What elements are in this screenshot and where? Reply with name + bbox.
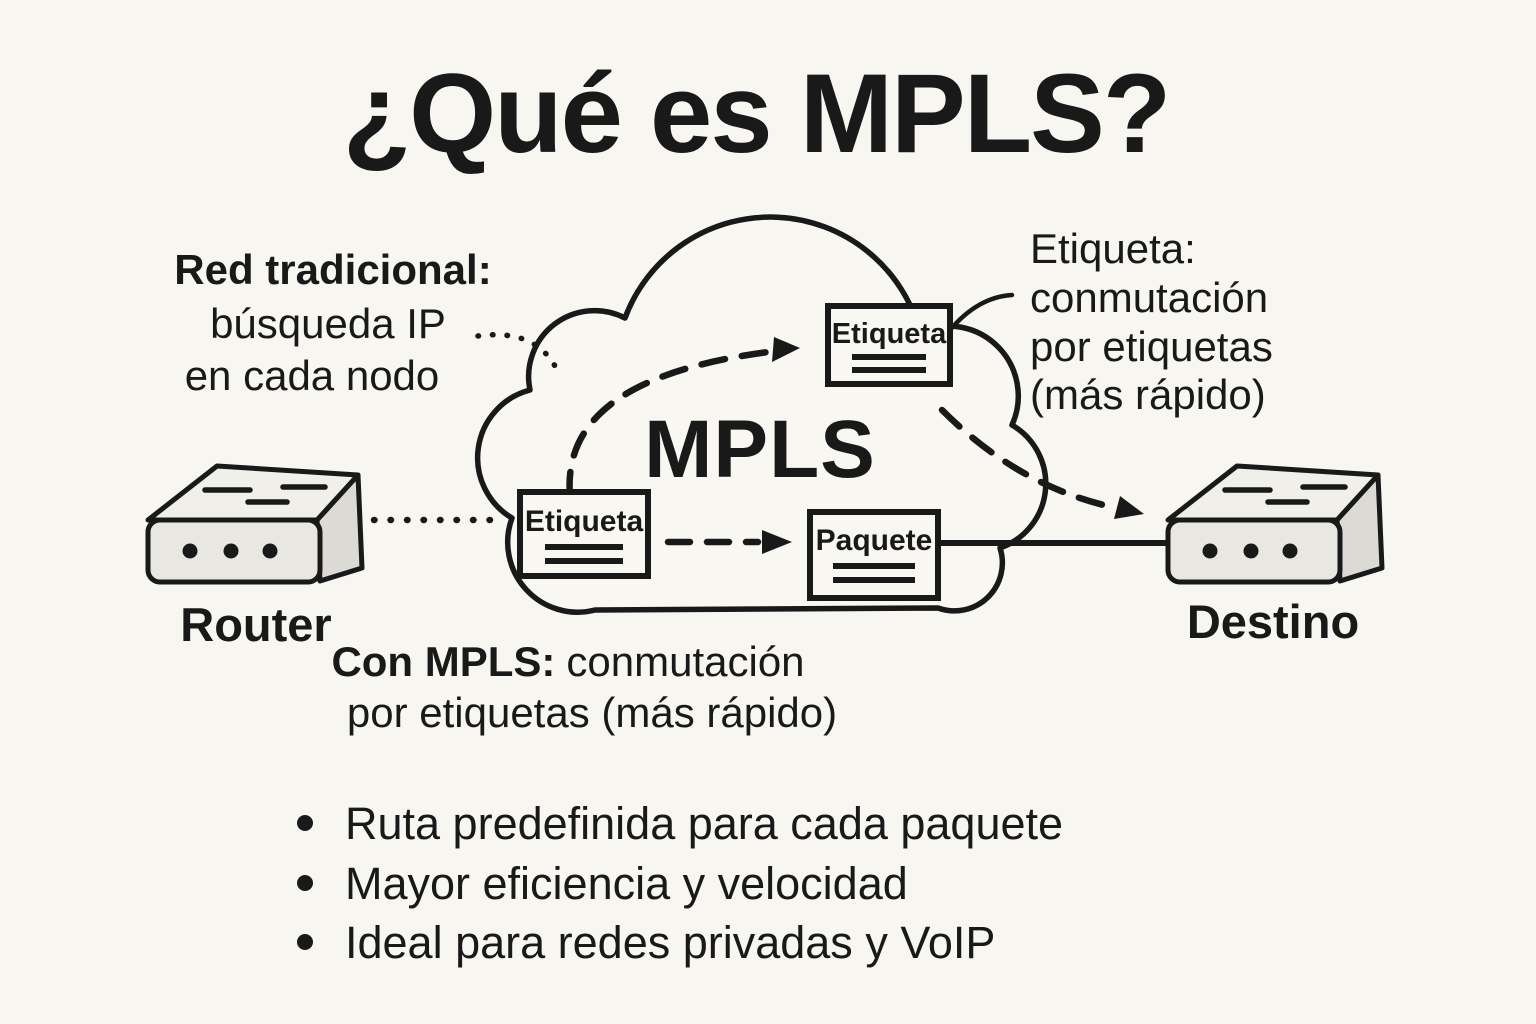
router-device [145, 463, 365, 585]
etiqueta-box-top-lines [852, 354, 926, 373]
destino-led-2 [1243, 543, 1259, 559]
arrowhead-right [1114, 496, 1144, 519]
etiqueta-note-line-2: conmutación [1030, 274, 1268, 321]
destino-label: Destino [1187, 595, 1359, 648]
etiqueta-box-left-label: Etiqueta [525, 505, 644, 538]
bullet-dot-1 [297, 815, 313, 831]
caption-line-1-rest: conmutación [566, 638, 804, 685]
etiqueta-box-left: Etiqueta [517, 489, 651, 579]
caption-line-1: Con MPLS:conmutación [331, 638, 804, 685]
bullet-item-1: Ruta predefinida para cada paquete [345, 798, 1063, 849]
destino-device [1165, 463, 1385, 585]
paquete-box: Paquete [807, 509, 941, 601]
etiqueta-note: Etiqueta: conmutación por etiquetas (más… [1030, 225, 1273, 418]
etiqueta-note-line-1: Etiqueta: [1030, 225, 1196, 272]
benefits-list: Ruta predefinida para cada paquete Mayor… [297, 798, 1063, 968]
paquete-box-frame [807, 509, 941, 601]
con-mpls-caption: Con MPLS:conmutación por etiquetas (más … [331, 638, 837, 736]
etiqueta-note-callout-curve [947, 292, 1015, 333]
traditional-note-pointer-dotted [475, 332, 561, 375]
paquete-box-lines [833, 563, 915, 583]
label-path-arrow-right [938, 406, 1116, 511]
cloud-label: MPLS [644, 404, 876, 495]
traditional-note-line-1: Red tradicional: [174, 246, 491, 293]
bullet-item-2: Mayor eficiencia y velocidad [345, 858, 908, 909]
router-led-1 [182, 543, 198, 559]
paquete-box-label: Paquete [816, 524, 933, 557]
destino-led-1 [1202, 543, 1218, 559]
etiqueta-box-left-lines [545, 544, 623, 564]
router-led-2 [223, 543, 239, 559]
bullet-dot-2 [297, 875, 313, 891]
destino-led-3 [1282, 543, 1298, 559]
etiqueta-note-line-3: por etiquetas [1030, 323, 1273, 370]
bullet-dot-3 [297, 934, 313, 950]
traditional-note-line-2: búsqueda IP [210, 300, 446, 347]
etiqueta-note-line-4: (más rápido) [1030, 371, 1266, 418]
destino-top-marks [1222, 484, 1348, 505]
router-label: Router [180, 598, 331, 651]
caption-lead: Con MPLS: [331, 638, 555, 685]
page-title: ¿Qué es MPLS? [343, 51, 1170, 176]
traditional-network-note: Red tradicional: búsqueda IP en cada nod… [174, 246, 491, 399]
router-top-marks [202, 484, 328, 505]
label-path-arrow-upper [566, 348, 772, 500]
etiqueta-box-top: Etiqueta [825, 303, 953, 387]
caption-line-2: por etiquetas (más rápido) [347, 689, 837, 736]
router-led-3 [262, 543, 278, 559]
traditional-note-line-3: en cada nodo [185, 352, 440, 399]
bullet-item-3: Ideal para redes privadas y VoIP [345, 917, 995, 968]
arrowhead-upper [772, 337, 800, 362]
etiqueta-box-top-label: Etiqueta [832, 318, 947, 350]
arrowhead-middle [762, 530, 792, 554]
